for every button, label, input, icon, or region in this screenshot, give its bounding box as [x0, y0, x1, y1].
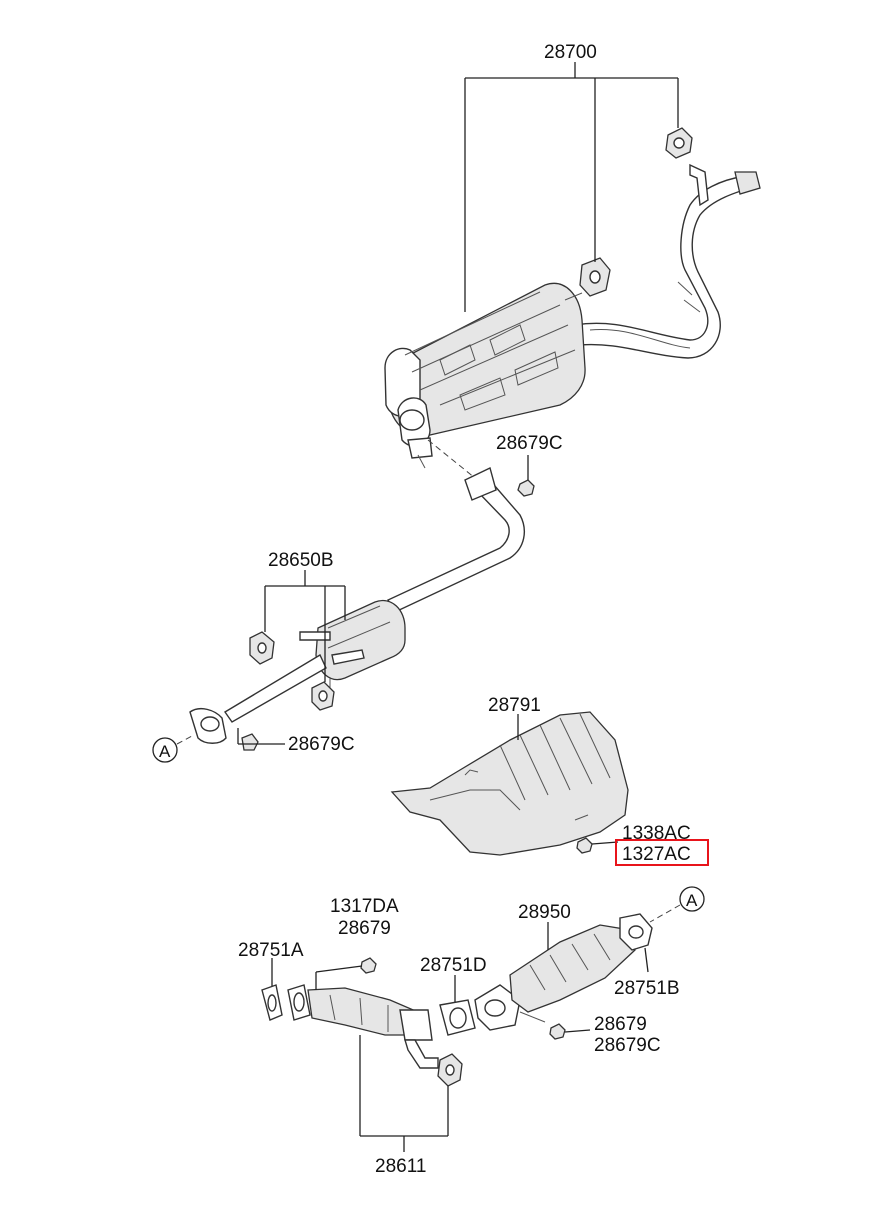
- catalytic-converter[interactable]: [474, 913, 653, 1031]
- muffler-assembly[interactable]: [384, 163, 761, 469]
- hanger-rubber-upper[interactable]: [665, 127, 693, 159]
- label-1317da: 1317DA: [330, 896, 399, 917]
- label-28950: 28950: [518, 902, 571, 923]
- label-28650b: 28650B: [268, 550, 334, 571]
- highlight-box-1327ac: [615, 839, 709, 866]
- leader-28751b: [644, 947, 649, 973]
- connector-a-right-dash: [649, 904, 681, 923]
- connector-a-right-letter: A: [686, 891, 698, 910]
- gasket-28751d[interactable]: [439, 999, 476, 1036]
- muffler-flange-nut[interactable]: [517, 479, 535, 497]
- label-28611: 28611: [375, 1156, 426, 1177]
- leader-1317da-h: [315, 965, 363, 973]
- center-hanger-rubber-right[interactable]: [311, 681, 335, 711]
- heat-protector[interactable]: [390, 711, 629, 856]
- leader-28650b: [264, 570, 346, 682]
- connector-a-left[interactable]: A: [152, 737, 178, 763]
- alignment-dash-muffler: [427, 439, 476, 479]
- leader-28700: [464, 62, 679, 312]
- label-28751a: 28751A: [238, 940, 304, 961]
- label-28679-upper: 28679: [338, 918, 391, 939]
- label-28679c-lower: 28679C: [288, 734, 355, 755]
- leader-bolt: [591, 841, 619, 845]
- center-pipe[interactable]: [189, 467, 526, 744]
- label-28791: 28791: [488, 695, 541, 716]
- label-28751d: 28751D: [420, 955, 487, 976]
- label-28679c-bottom: 28679C: [594, 1035, 661, 1056]
- protector-bolt[interactable]: [576, 837, 593, 854]
- connector-a-left-dash: [176, 735, 193, 745]
- front-pipe-hanger-rubber[interactable]: [437, 1053, 463, 1087]
- label-28751b: 28751B: [614, 978, 680, 999]
- leader-converter-nut: [564, 1029, 591, 1033]
- label-28679c-upper: 28679C: [496, 433, 563, 454]
- label-1338ac: 1338AC: [622, 823, 691, 844]
- connector-a-right[interactable]: A: [679, 886, 705, 912]
- center-hanger-rubber-left[interactable]: [249, 631, 275, 665]
- connector-a-left-letter: A: [159, 742, 171, 761]
- label-1327ac[interactable]: 1327AC: [622, 844, 691, 865]
- front-pipe-nut[interactable]: [360, 957, 377, 974]
- front-pipe[interactable]: [287, 984, 439, 1069]
- label-28679-lower: 28679: [594, 1014, 647, 1035]
- gasket-28751a[interactable]: [261, 984, 283, 1021]
- label-28700: 28700: [544, 42, 597, 63]
- converter-nut[interactable]: [549, 1023, 566, 1040]
- leader-28611: [359, 1035, 449, 1152]
- center-pipe-nut[interactable]: [241, 733, 259, 751]
- hanger-rubber-middle[interactable]: [579, 257, 611, 297]
